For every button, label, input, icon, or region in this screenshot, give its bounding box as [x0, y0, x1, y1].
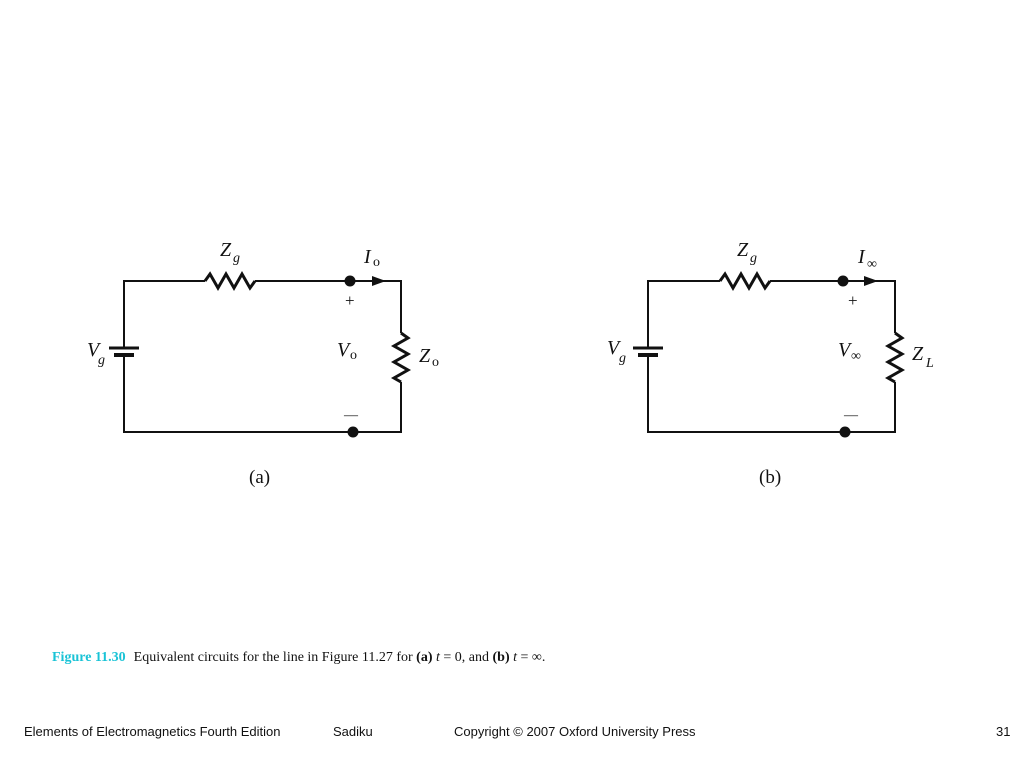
circuit-a-load-label: Z: [419, 345, 431, 367]
circuit-b-current-sub: ∞: [867, 257, 877, 272]
circuit-b-terminal-bottom: [839, 426, 851, 438]
circuit-b-series-sub: g: [750, 251, 757, 266]
circuit-b-voltage-label: V: [838, 339, 853, 361]
circuit-a-minus-sign: —: [343, 408, 359, 423]
circuit-b-panel-label: (b): [759, 467, 781, 488]
circuit-a-load-sub: o: [432, 355, 439, 370]
circuit-b-terminal-top: [837, 275, 849, 287]
circuit-a: Z g I o + — V g V o Z o (a): [87, 239, 439, 488]
circuit-a-source-label: V: [87, 339, 102, 361]
circuit-b-load-resistor: [884, 331, 906, 384]
figure-caption: Figure 11.30 Equivalent circuits for the …: [52, 650, 545, 666]
caption-condition-1: = 0, and: [439, 650, 493, 665]
caption-variable-t-1: t: [436, 650, 440, 665]
circuit-a-source-sub: g: [98, 353, 105, 368]
circuit-a-wire-top-right: [255, 280, 402, 333]
circuit-b-current-label: I: [857, 246, 866, 268]
circuit-a-voltage-sub: o: [350, 348, 357, 363]
circuit-b-source-label: V: [607, 337, 622, 359]
circuit-b-load-label: Z: [912, 343, 924, 365]
circuit-a-voltage-label: V: [337, 339, 352, 361]
circuit-b-plus-sign: +: [848, 291, 858, 310]
caption-b-marker: (b): [492, 650, 510, 665]
circuit-b-minus-sign: —: [843, 408, 859, 423]
circuit-a-terminal-bottom: [347, 426, 359, 438]
circuit-a-panel-label: (a): [249, 467, 270, 488]
circuit-a-current-label: I: [363, 246, 372, 268]
circuit-a-current-sub: o: [373, 255, 380, 270]
caption-text: Equivalent circuits for the line in Figu…: [133, 650, 417, 665]
footer-book-title: Elements of Electromagnetics Fourth Edit…: [24, 724, 281, 739]
footer-page-number: 31: [996, 724, 1011, 739]
circuit-a-series-label: Z: [220, 239, 232, 261]
circuit-b-series-resistor: [718, 270, 772, 292]
caption-condition-2: = ∞.: [517, 650, 546, 665]
circuit-a-current-arrow: [372, 276, 386, 286]
figure-number: Figure 11.30: [52, 650, 126, 665]
footer-author: Sadiku: [333, 724, 373, 739]
circuit-b-series-label: Z: [737, 239, 749, 261]
circuit-a-load-resistor: [390, 331, 412, 384]
circuit-b-source-sub: g: [619, 351, 626, 366]
circuit-a-wire-right-bottom: [123, 356, 402, 433]
caption-a-marker: (a): [416, 650, 433, 665]
circuit-a-series-resistor: [203, 270, 257, 292]
circuit-a-series-sub: g: [233, 251, 240, 266]
circuit-b-wire-right-bottom: [647, 356, 896, 433]
circuit-a-plus-sign: +: [345, 291, 355, 310]
circuit-a-wire-top-left: [123, 280, 205, 348]
circuit-b-wire-top-left: [647, 280, 720, 348]
circuit-b-current-arrow: [864, 276, 878, 286]
footer-copyright: Copyright © 2007 Oxford University Press: [454, 724, 696, 739]
circuit-a-terminal-top: [344, 275, 356, 287]
circuit-b: Z g I ∞ + — V g V ∞ Z L (b): [607, 239, 934, 488]
circuit-b-load-sub: L: [925, 356, 934, 371]
circuit-b-wire-top-right: [770, 280, 896, 333]
circuit-b-voltage-sub: ∞: [851, 349, 861, 364]
caption-variable-t-2: t: [513, 650, 518, 665]
